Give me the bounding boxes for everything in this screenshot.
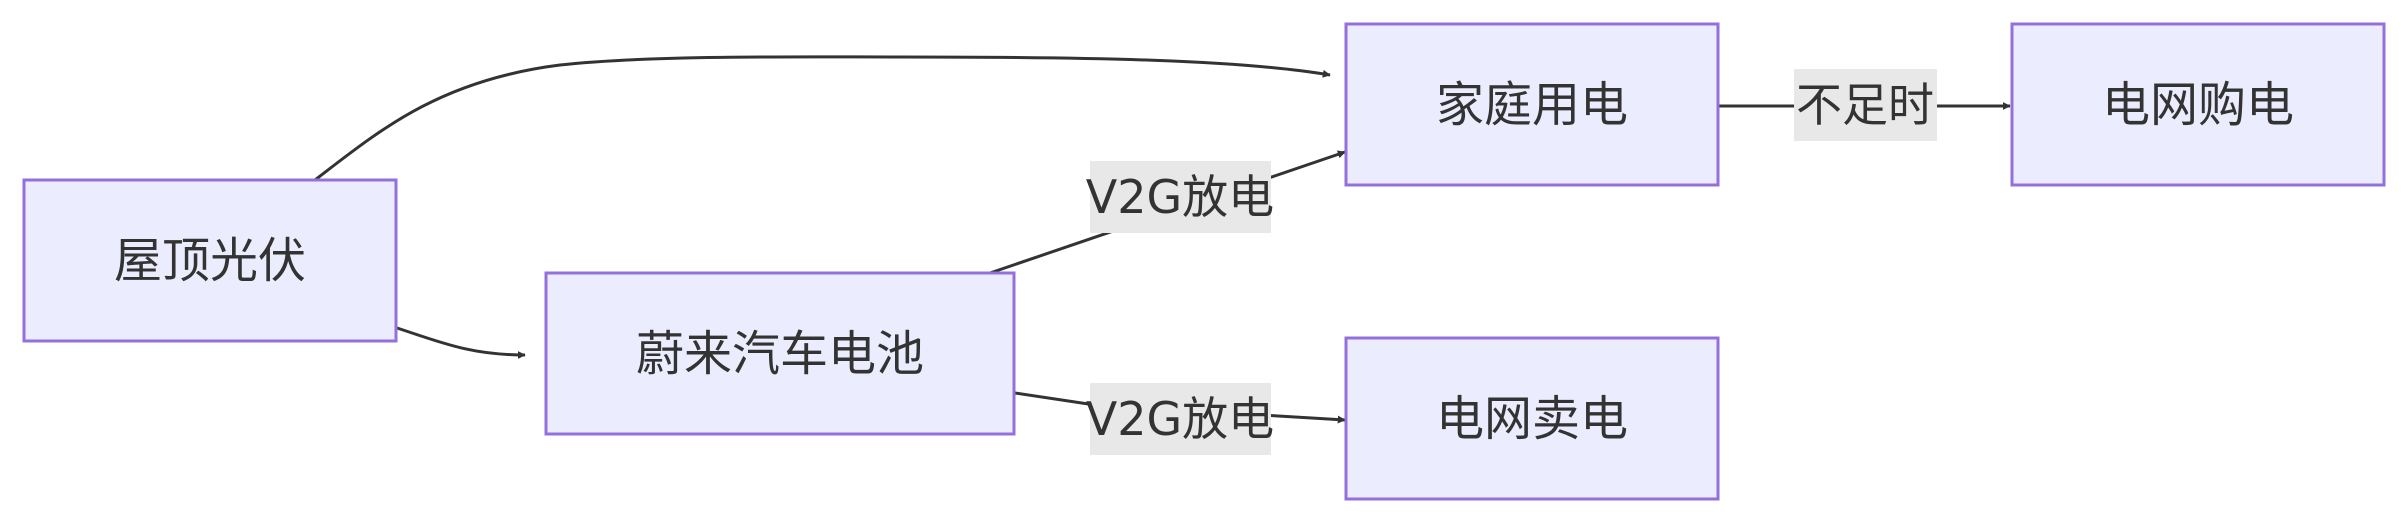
edge-label-v2g-grid-text: V2G放电 [1086, 392, 1274, 446]
node-household-power: 家庭用电 [1344, 22, 1720, 187]
edge-label-v2g-home: V2G放电 [1086, 161, 1274, 233]
node-grid-sale: 电网卖电 [1344, 336, 1720, 501]
node-rooftop-pv: 屋顶光伏 [22, 178, 398, 343]
node-household-power-label: 家庭用电 [1436, 77, 1628, 133]
edge-label-insufficient-text: 不足时 [1796, 78, 1934, 132]
edge-label-v2g-home-text: V2G放电 [1086, 170, 1274, 224]
node-rooftop-pv-label: 屋顶光伏 [114, 233, 306, 289]
node-grid-purchase: 电网购电 [2010, 22, 2386, 187]
edge-pv-to-home [314, 55, 1331, 182]
edge-pv-to-battery [396, 326, 526, 359]
edge-label-insufficient: 不足时 [1794, 69, 1937, 141]
edge-label-v2g-grid: V2G放电 [1086, 383, 1274, 455]
node-grid-purchase-label: 电网购电 [2102, 77, 2294, 133]
node-nio-battery-label: 蔚来汽车电池 [636, 326, 924, 382]
node-grid-sale-label: 电网卖电 [1436, 391, 1628, 447]
node-nio-battery: 蔚来汽车电池 [544, 271, 1016, 436]
